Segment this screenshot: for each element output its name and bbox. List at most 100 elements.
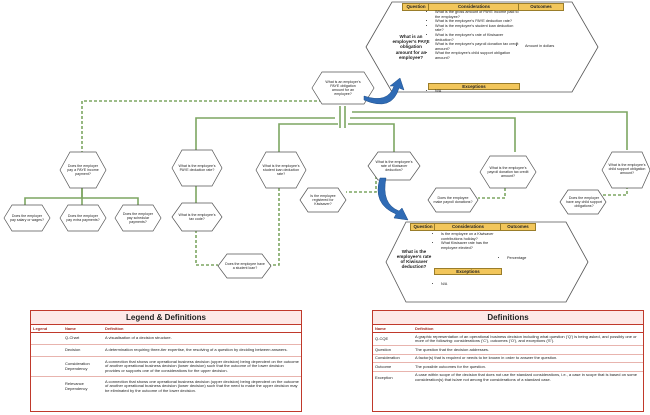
legend-col-header: Definition bbox=[103, 325, 301, 333]
legend-panel: Legend & Definitions Legend Name Definit… bbox=[30, 310, 302, 412]
callout-mid-shape bbox=[385, 221, 589, 303]
callout-mid-question-header: Question bbox=[410, 223, 436, 231]
node-q5a[interactable]: Does the employee make payroll donations… bbox=[433, 195, 473, 204]
node-d1[interactable]: Does the employer pay a PAYE income paym… bbox=[67, 163, 99, 177]
definitions-row-definition: The question that the decision addresses… bbox=[413, 345, 643, 355]
callout-top-exceptions-header: Exceptions bbox=[428, 83, 520, 90]
callout-mid-considerations-list: Is the employee on a Kiwisaver contribut… bbox=[434, 232, 505, 250]
hex-d1c bbox=[114, 204, 162, 232]
table-row: Outcome The possible outcomes for the qu… bbox=[373, 362, 643, 372]
node-q4a[interactable]: Is the employee registered for Kiwisaver… bbox=[310, 193, 336, 207]
definitions-row-name: Exception bbox=[373, 370, 413, 385]
legend-row-definition: A connection that shows one operational … bbox=[103, 376, 301, 397]
definitions-table: Name Definition Q-CQE A graphic represen… bbox=[373, 325, 643, 385]
node-q6a[interactable]: Does the employer have any child support… bbox=[566, 195, 602, 209]
legend-col-header: Legend bbox=[31, 325, 63, 333]
callout-mid-outcomes-header: Outcomes bbox=[500, 223, 536, 231]
exception-item: N/A bbox=[435, 89, 521, 94]
table-row: Exception A case within scope of the dec… bbox=[373, 370, 643, 385]
hex-q5 bbox=[479, 155, 537, 189]
callout-mid-outcomes-list: Percentage bbox=[500, 256, 547, 261]
legend-row-definition: A determination requiring three-tier exp… bbox=[103, 344, 301, 357]
consideration-item: What is the gross amount of PAYE income … bbox=[435, 10, 521, 19]
table-row: Question The question that the decision … bbox=[373, 345, 643, 355]
definitions-col-header: Definition bbox=[413, 325, 643, 333]
definitions-row-name: Outcome bbox=[373, 362, 413, 372]
node-root[interactable]: What is an employer's PAYE obligation am… bbox=[325, 79, 361, 97]
decision-nodes bbox=[3, 71, 650, 279]
definitions-row-definition: The possible outcomes for the question. bbox=[413, 362, 643, 372]
legend-row-name: Consideration Dependency bbox=[63, 356, 103, 377]
node-q3[interactable]: What is the employee's student loan dedu… bbox=[262, 163, 300, 177]
legend-row-definition: A visualisation of a decision structure. bbox=[103, 332, 301, 345]
legend-table: Legend Name Definition Q-Chart A visuali… bbox=[31, 325, 301, 397]
callout-top-question: What is an employer's PAYE obligation am… bbox=[392, 33, 430, 60]
hex-d1b bbox=[59, 204, 107, 232]
blue-arrow-top-icon bbox=[363, 77, 405, 105]
definitions-row-name: Question bbox=[373, 345, 413, 355]
consideration-item: What is the employee's rate of Kiwisaver… bbox=[435, 33, 521, 42]
definitions-row-definition: A factor(s) that is required or needs to… bbox=[413, 353, 643, 363]
definitions-row-name: Q-CQE bbox=[373, 331, 413, 346]
table-row: Decision A determination requiring three… bbox=[31, 344, 301, 357]
callout-top-considerations-list: What is the gross amount of PAYE income … bbox=[428, 10, 521, 61]
table-row: Q-CQE A graphic representation of an ope… bbox=[373, 331, 643, 346]
hex-q5a bbox=[427, 187, 479, 213]
definitions-row-name: Consideration bbox=[373, 353, 413, 363]
hex-q6a bbox=[559, 189, 607, 215]
legend-row-definition: A connection that shows one operational … bbox=[103, 356, 301, 377]
hex-q2 bbox=[171, 149, 223, 187]
callout-top-outcomes-header: Outcomes bbox=[518, 3, 564, 11]
outcome-item: Amount in dollars bbox=[525, 44, 571, 49]
node-q4[interactable]: What is the employee's rate of Kiwisaver… bbox=[375, 159, 413, 173]
hex-q3 bbox=[255, 151, 307, 189]
callout-mid-considerations-header: Considerations bbox=[434, 223, 502, 231]
table-row: Relevance Dependency A connection that s… bbox=[31, 376, 301, 397]
node-q5[interactable]: What is the employee's payroll donation … bbox=[487, 165, 529, 179]
callout-mid-question: What is the employee's rate of Kiwisaver… bbox=[396, 248, 432, 270]
node-d1b[interactable]: Does the employer pay extra payments? bbox=[66, 213, 100, 222]
arrow-icons bbox=[363, 77, 409, 221]
hex-q2a bbox=[171, 202, 223, 232]
definitions-panel: Definitions Name Definition Q-CQE A grap… bbox=[372, 310, 644, 412]
node-q2a[interactable]: What is the employee's tax code? bbox=[178, 212, 216, 221]
hex-d1 bbox=[59, 151, 107, 189]
consideration-item: What the employee's child support obliga… bbox=[435, 51, 521, 60]
consideration-item: What Kiwisaver rate has the employee ele… bbox=[441, 241, 505, 250]
node-d1a[interactable]: Does the employer pay salary or wages? bbox=[10, 213, 44, 222]
consideration-item: Is the employee on a Kiwisaver contribut… bbox=[441, 232, 505, 241]
callout-mid-exceptions-header: Exceptions bbox=[434, 268, 502, 275]
callout-mid-exceptions-list: N/A bbox=[434, 282, 505, 287]
definitions-row-definition: A case within scope of the decision that… bbox=[413, 370, 643, 385]
consideration-item: What is the employee's student loan dedu… bbox=[435, 24, 521, 33]
hex-q4 bbox=[367, 151, 421, 181]
definitions-row-definition: A graphic representation of an operation… bbox=[413, 331, 643, 346]
legend-col-header: Name bbox=[63, 325, 103, 333]
definitions-col-header: Name bbox=[373, 325, 413, 333]
consideration-item: What is the employee's PAYE deduction ra… bbox=[435, 19, 521, 24]
node-q2[interactable]: What is the employee's PAYE deduction ra… bbox=[178, 163, 216, 172]
blue-arrow-mid-icon bbox=[377, 177, 409, 221]
legend-title: Legend & Definitions bbox=[31, 311, 301, 325]
hex-q2b bbox=[217, 253, 272, 279]
hex-d1a bbox=[3, 204, 51, 232]
hex-q4a bbox=[299, 187, 347, 213]
connector-lines bbox=[24, 100, 628, 266]
legend-row-name: Decision bbox=[63, 344, 103, 357]
legend-row-name: Q-Chart bbox=[63, 332, 103, 345]
hex-q6 bbox=[601, 151, 650, 189]
table-row: Q-Chart A visualisation of a decision st… bbox=[31, 332, 301, 345]
table-row: Consideration Dependency A connection th… bbox=[31, 356, 301, 377]
node-q6[interactable]: What is the employee's child support obl… bbox=[608, 162, 646, 176]
definitions-title: Definitions bbox=[373, 311, 643, 325]
outcome-item: Percentage bbox=[507, 256, 547, 261]
table-row: Consideration A factor(s) that is requir… bbox=[373, 353, 643, 363]
node-d1c[interactable]: Does the employer pay schedular payments… bbox=[122, 211, 154, 225]
node-q2b[interactable]: Does the employee have a student loan? bbox=[225, 261, 265, 270]
consideration-item: What is the employee's payroll donation … bbox=[435, 42, 521, 51]
hex-root bbox=[311, 71, 375, 105]
exception-item: N/A bbox=[441, 282, 505, 287]
legend-row-name: Relevance Dependency bbox=[63, 376, 103, 397]
callout-top-outcomes-list: Amount in dollars bbox=[518, 44, 571, 49]
